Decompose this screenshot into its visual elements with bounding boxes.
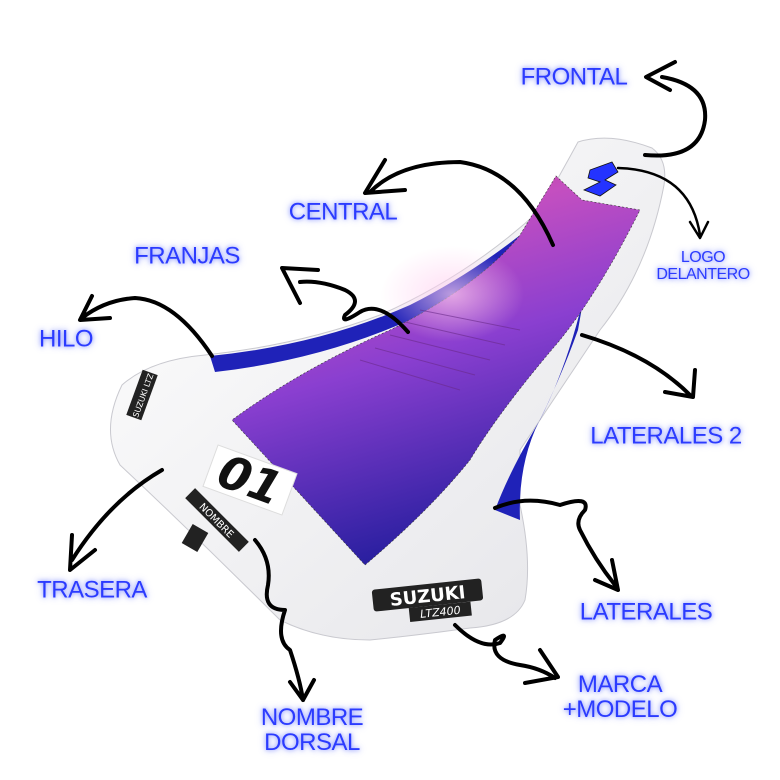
- arrow-hilo: [78, 294, 214, 358]
- seat-top-stripe: [210, 215, 548, 372]
- label-laterales: LATERALES: [579, 598, 713, 626]
- arrows: [68, 60, 710, 702]
- brand-model-decal: SUZUKI LTZ400: [371, 578, 484, 622]
- label-nombre-dorsal: NOMBRE DORSAL: [260, 703, 364, 756]
- svg-text:LTZ400: LTZ400: [419, 604, 461, 621]
- label-trasera: TRASERA: [37, 576, 147, 604]
- label-marca-modelo: MARCA +MODELO: [562, 670, 678, 723]
- label-laterales-2: LATERALES 2: [590, 422, 742, 450]
- arrow-nombre-dorsal: [253, 538, 316, 702]
- arrow-trasera: [68, 468, 164, 572]
- seat-side-panel: [495, 290, 585, 520]
- arrow-central: [363, 158, 555, 247]
- label-logo-delantero: LOGO DELANTERO: [656, 249, 750, 284]
- arrow-marca-modelo: [453, 623, 560, 685]
- label-logo-delantero-line-2: DELANTERO: [656, 266, 750, 283]
- label-nombre-dorsal-line-1: NOMBRE: [260, 703, 364, 731]
- arrow-logo-delantero: [616, 166, 710, 240]
- label-marca-modelo-line-2: +MODELO: [562, 696, 678, 723]
- label-nombre-dorsal-line-2: DORSAL: [264, 729, 360, 756]
- seat-stripes: [359, 309, 521, 391]
- front-logo-icon: [583, 161, 619, 197]
- arrow-laterales: [493, 498, 620, 592]
- label-central: CENTRAL: [288, 198, 398, 226]
- label-logo-delantero-line-1: LOGO: [680, 249, 726, 267]
- label-franjas: FRANJAS: [134, 242, 240, 270]
- arrow-franjas: [280, 266, 410, 334]
- label-frontal: FRONTAL: [520, 63, 628, 91]
- arrow-frontal: [643, 60, 708, 158]
- label-marca-modelo-line-1: MARCA: [577, 670, 663, 698]
- label-hilo: HILO: [38, 325, 94, 353]
- small-sponsor-decal: [181, 523, 209, 553]
- arrow-laterales-2: [580, 333, 697, 399]
